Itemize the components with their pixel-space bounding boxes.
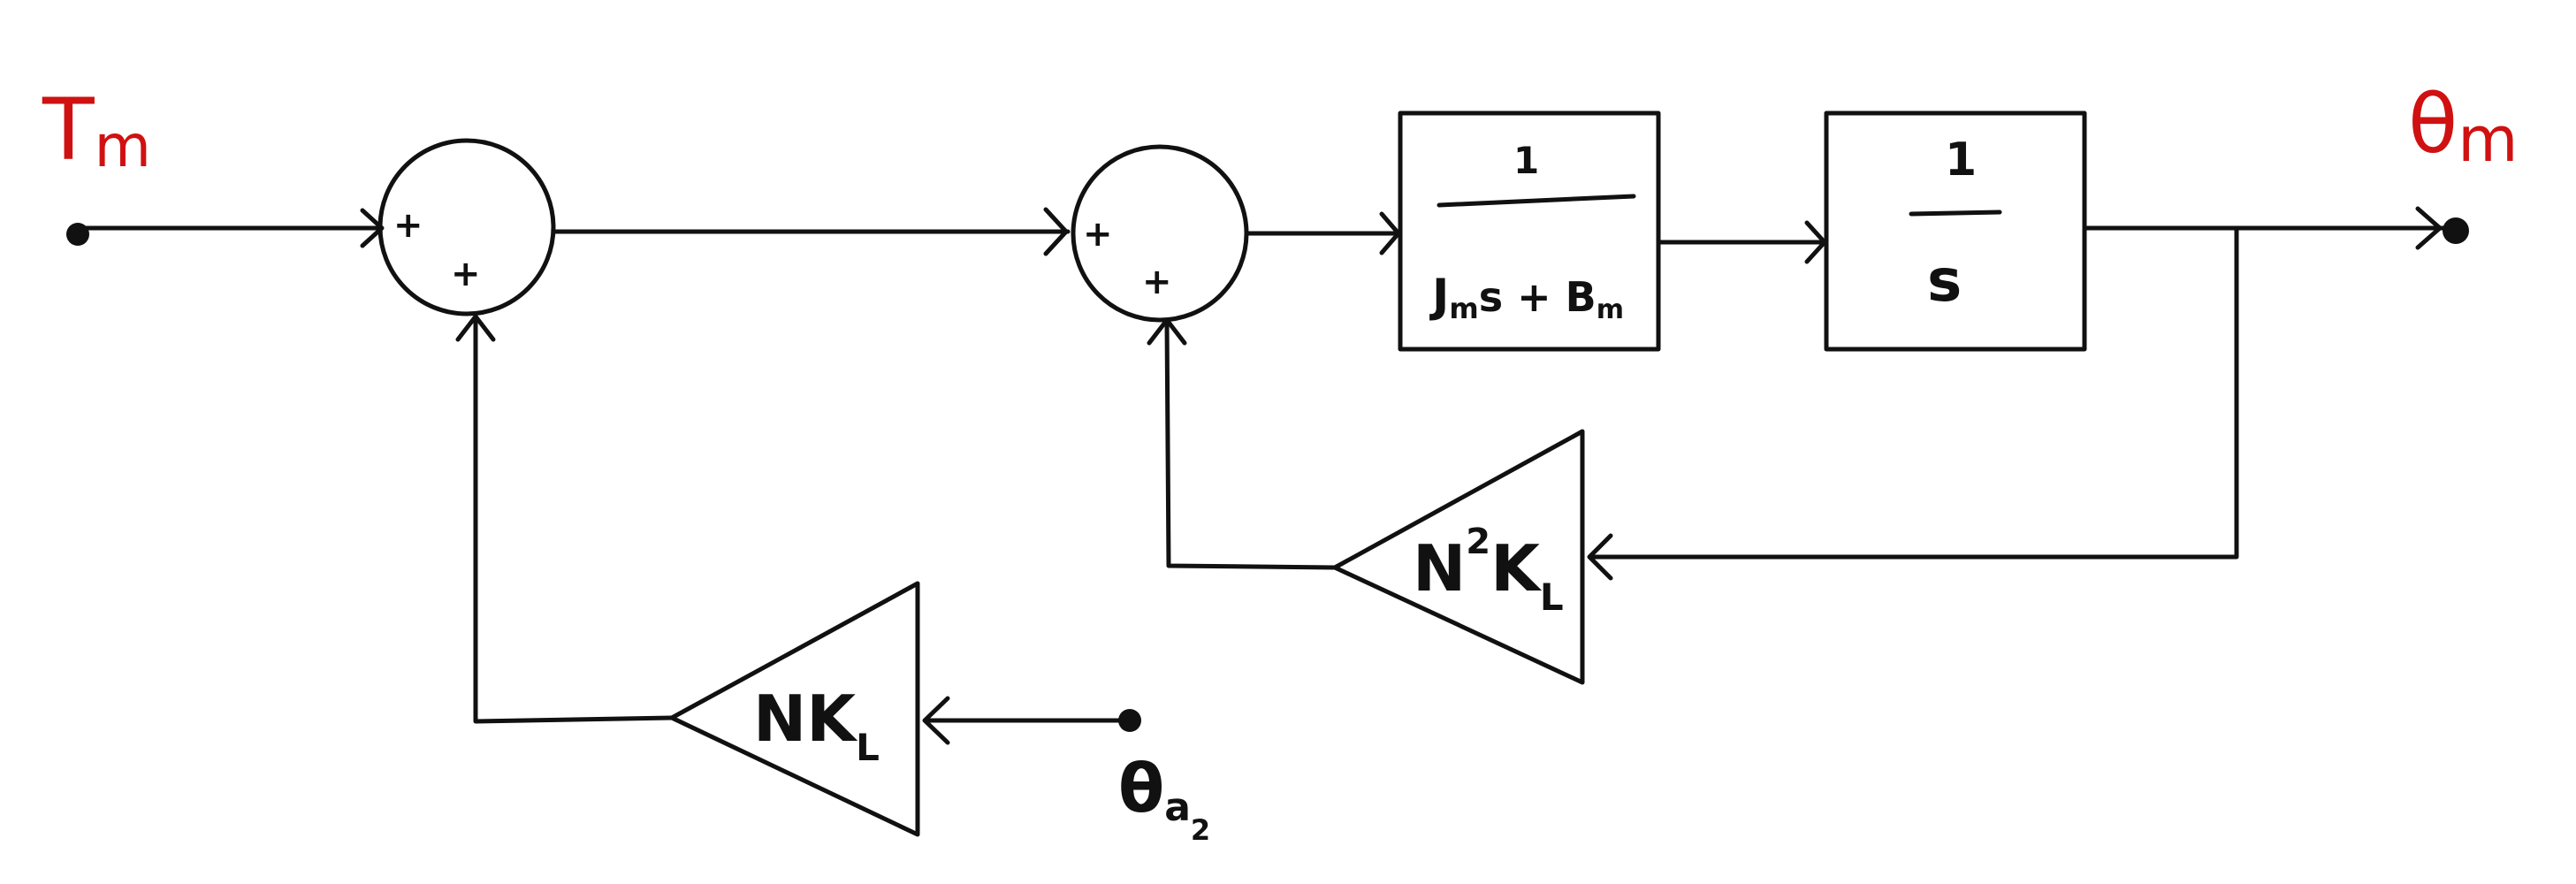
wire-inner-gain-to-sum2 (1164, 319, 1338, 570)
outer-gain-label: NKL (753, 682, 880, 769)
arrow-output (2415, 206, 2443, 250)
summing-junction-1: + + (377, 138, 556, 316)
arrow-into-sum2-bottom (1147, 317, 1187, 346)
integrator-block: 1 s (1824, 110, 2087, 352)
integrator-numerator: 1 (1945, 133, 1977, 187)
sum1-sign-bottom: + (451, 254, 481, 294)
plant-block: 1 Jms + Bm (1398, 110, 1661, 352)
inner-gain-label: N2KL (1413, 522, 1564, 619)
arrow-into-sum1-bottom (455, 314, 496, 342)
summing-junction-2: + + (1071, 144, 1249, 323)
sum1-sign-top: + (393, 205, 423, 246)
plant-fraction-bar (1437, 194, 1636, 208)
arrow-into-outer-gain (922, 696, 950, 745)
integrator-denominator: s (1927, 247, 1962, 315)
disturbance-label: θa2 (1118, 749, 1210, 847)
integrator-fraction-bar (1909, 210, 2002, 217)
sum2-sign-bottom: + (1142, 262, 1172, 302)
plant-denominator: Jms + Bm (1429, 270, 1624, 325)
output-label: θm (2408, 77, 2519, 176)
inner-gain-block: N2KL (1332, 429, 1585, 685)
arrow-into-sum2 (1043, 207, 1069, 256)
plant-numerator: 1 (1513, 139, 1539, 182)
sum2-sign-top: + (1083, 214, 1113, 255)
output-terminal (2443, 217, 2469, 244)
outer-gain-block: NKL (669, 581, 920, 837)
wire-inner-feedback (1589, 225, 2239, 560)
wire-outer-gain-to-sum1 (473, 314, 674, 724)
input-label: Tm (42, 80, 151, 180)
arrow-into-inner-gain (1587, 533, 1613, 581)
